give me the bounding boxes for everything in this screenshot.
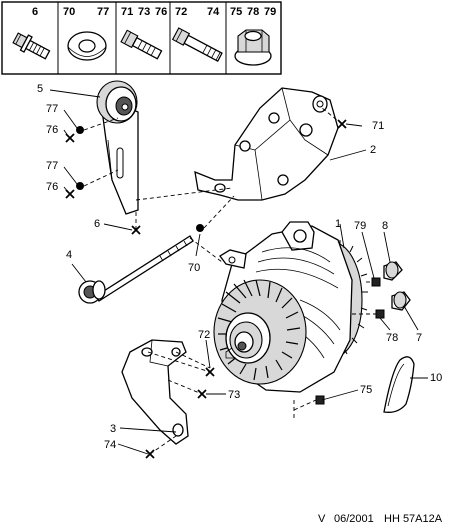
callout-4: 4 bbox=[66, 249, 72, 261]
legend-ref-71: 71 bbox=[121, 6, 133, 18]
callout-8: 8 bbox=[382, 220, 388, 232]
legend-ref-74: 74 bbox=[207, 6, 220, 18]
flange-nut-icon bbox=[234, 29, 272, 66]
footer: V 06/2001 HH 57A12A bbox=[318, 513, 443, 525]
footer-code: HH 57A12A bbox=[384, 513, 443, 525]
footer-date: 06/2001 bbox=[334, 513, 374, 525]
callout-5: 5 bbox=[37, 83, 43, 95]
legend-ref-70: 70 bbox=[63, 6, 75, 18]
callout-7: 7 bbox=[416, 332, 422, 344]
footer-version: V bbox=[318, 513, 326, 525]
callout-72: 72 bbox=[198, 329, 210, 341]
callout-77-upper: 77 bbox=[46, 103, 58, 115]
callout-10: 10 bbox=[430, 372, 442, 384]
long-pivot-bolt bbox=[78, 235, 194, 304]
long-bolt-icon bbox=[171, 27, 223, 63]
parts-legend: 6 70 77 71 73 76 72 74 75 78 79 bbox=[1, 1, 282, 75]
washer-icon bbox=[67, 31, 107, 61]
callout-71: 71 bbox=[372, 120, 384, 132]
callout-74: 74 bbox=[104, 439, 116, 451]
short-bolt-icon bbox=[120, 29, 163, 60]
callout-1: 1 bbox=[335, 218, 341, 230]
legend-ref-6: 6 bbox=[32, 6, 38, 18]
callout-76-lower: 76 bbox=[46, 181, 58, 193]
terminal-cap-lower bbox=[391, 291, 411, 311]
assembly-lines bbox=[83, 107, 376, 455]
callout-77-lower: 77 bbox=[46, 160, 58, 172]
callouts: 5 77 76 77 76 6 71 2 4 70 1 79 8 72 7 78… bbox=[37, 83, 442, 451]
alternator-bracket bbox=[194, 87, 339, 201]
legend-ref-78: 78 bbox=[247, 6, 259, 18]
terminal-nut-78 bbox=[375, 309, 385, 319]
washer-70 bbox=[196, 224, 204, 232]
legend-ref-77: 77 bbox=[97, 6, 109, 18]
legend-ref-76: 76 bbox=[155, 6, 167, 18]
drive-belt bbox=[383, 356, 415, 413]
callout-79: 79 bbox=[354, 220, 366, 232]
washer-77b bbox=[76, 182, 84, 190]
legend-ref-79: 79 bbox=[264, 6, 276, 18]
callout-78: 78 bbox=[386, 332, 398, 344]
legend-ref-75: 75 bbox=[230, 6, 242, 18]
callout-76-upper: 76 bbox=[46, 124, 58, 136]
legend-ref-73: 73 bbox=[138, 6, 150, 18]
terminal-cap-upper bbox=[383, 261, 403, 281]
callout-70: 70 bbox=[188, 262, 200, 274]
callout-6: 6 bbox=[94, 218, 100, 230]
alternator bbox=[213, 221, 368, 393]
washer-77a bbox=[76, 126, 84, 134]
callout-2: 2 bbox=[370, 144, 376, 156]
tensioner-pulley bbox=[96, 80, 139, 215]
leader-lines bbox=[49, 89, 428, 455]
bolt-washer-icon bbox=[12, 32, 51, 60]
legend-ref-72: 72 bbox=[175, 6, 187, 18]
callout-3: 3 bbox=[110, 423, 116, 435]
callout-75: 75 bbox=[360, 384, 372, 396]
terminal-nut-79 bbox=[371, 277, 381, 287]
lower-bracket bbox=[121, 339, 189, 445]
callout-73: 73 bbox=[228, 389, 240, 401]
